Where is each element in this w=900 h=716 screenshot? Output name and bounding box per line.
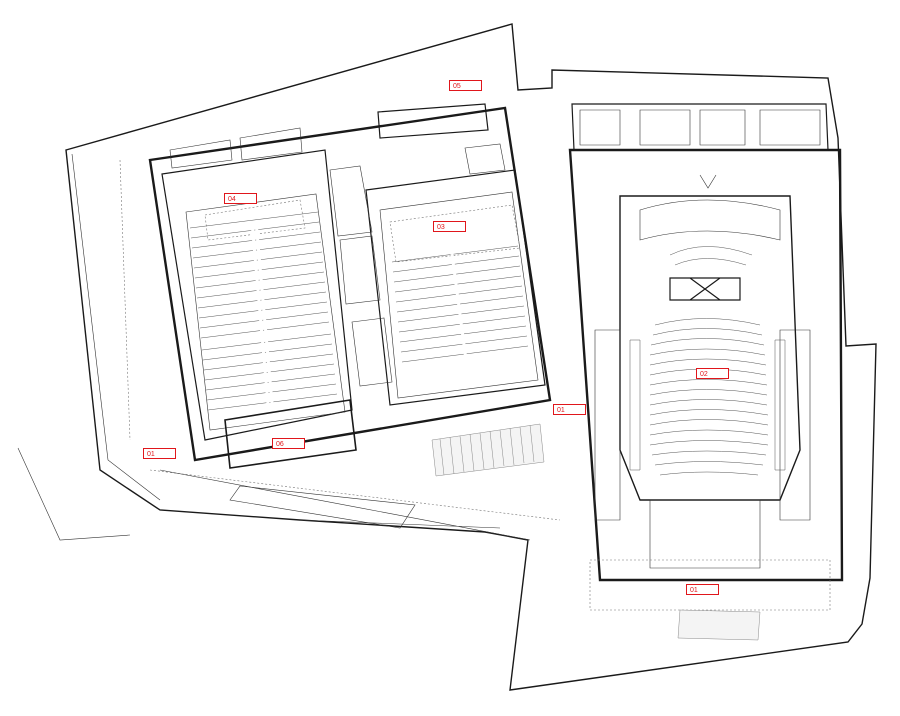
seating-hall-03	[391, 245, 529, 363]
seating-hall-02	[629, 246, 786, 476]
seating-hall-04	[189, 211, 338, 411]
left-hall-block	[148, 106, 552, 469]
room-tag-04: 04	[224, 193, 257, 204]
room-tag-02: 02	[696, 368, 729, 379]
room-tag-01-left: 01	[143, 448, 176, 459]
room-tag-01-bottom: 01	[686, 584, 719, 595]
room-tag-03: 03	[433, 221, 466, 232]
right-auditorium-block	[568, 103, 844, 611]
room-tag-05: 05	[449, 80, 482, 91]
room-tag-01-center: 01	[553, 404, 586, 415]
left-service-rooms	[169, 103, 506, 387]
stair-hatch	[431, 423, 761, 641]
room-tag-06: 06	[272, 438, 305, 449]
site-outline	[17, 23, 877, 691]
